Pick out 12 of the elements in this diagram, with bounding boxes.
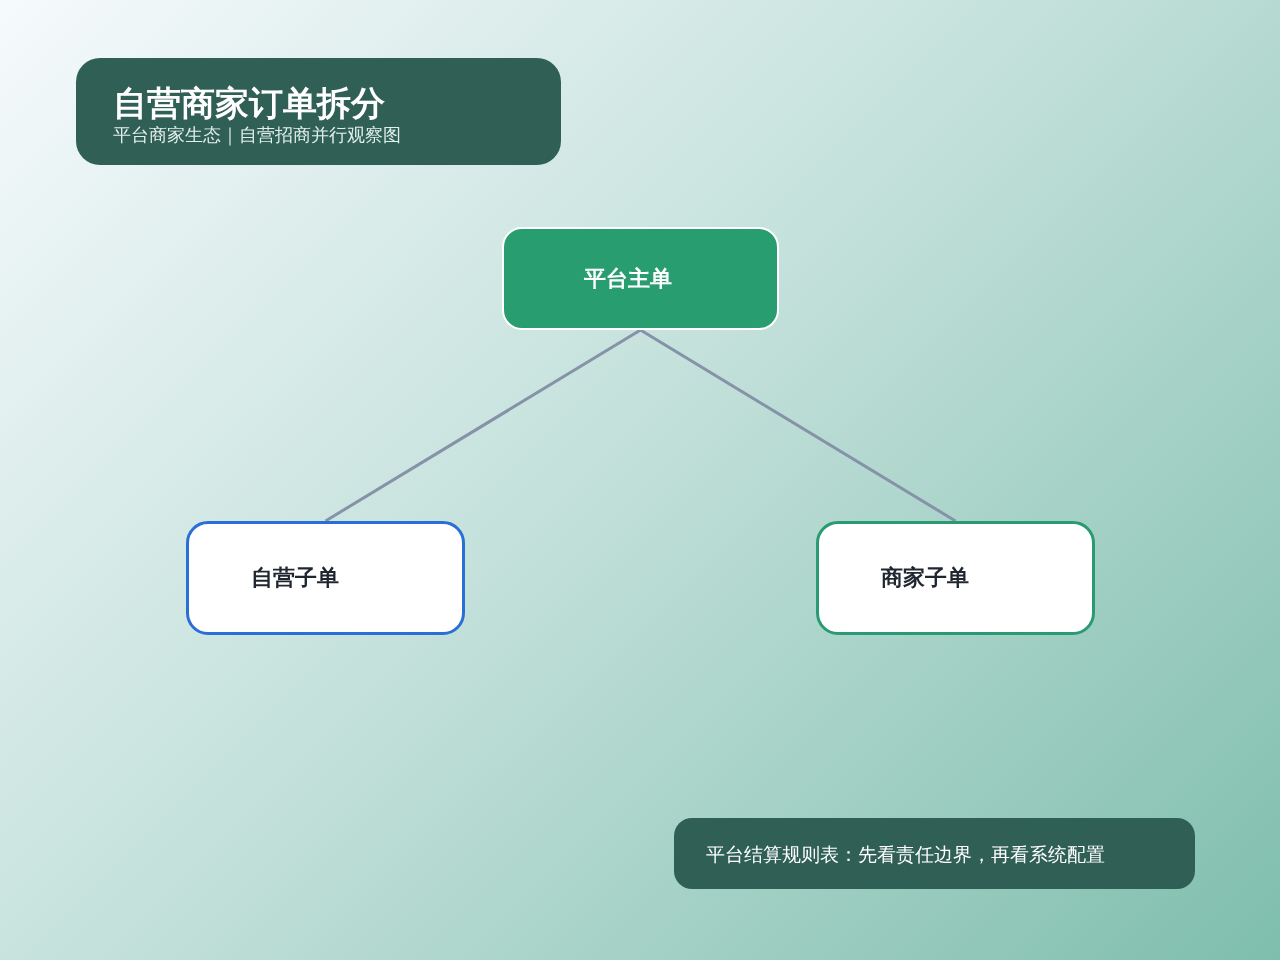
node-label: 自营子单: [251, 564, 339, 592]
sub-order-box: [186, 521, 465, 635]
subtitle: 平台商家生态｜自营招商并行观察图: [113, 124, 401, 146]
sub-order-box: [816, 521, 1095, 635]
node-label: 平台主单: [584, 264, 672, 293]
connector-line: [639, 328, 957, 523]
title: 自营商家订单拆分: [113, 82, 385, 124]
connector-line: [324, 328, 642, 523]
note-panel: [674, 818, 1195, 889]
main-order-box: [502, 227, 779, 330]
node-label: 商家子单: [881, 564, 969, 592]
node-label: 平台结算规则表：先看责任边界，再看系统配置: [706, 841, 1105, 867]
